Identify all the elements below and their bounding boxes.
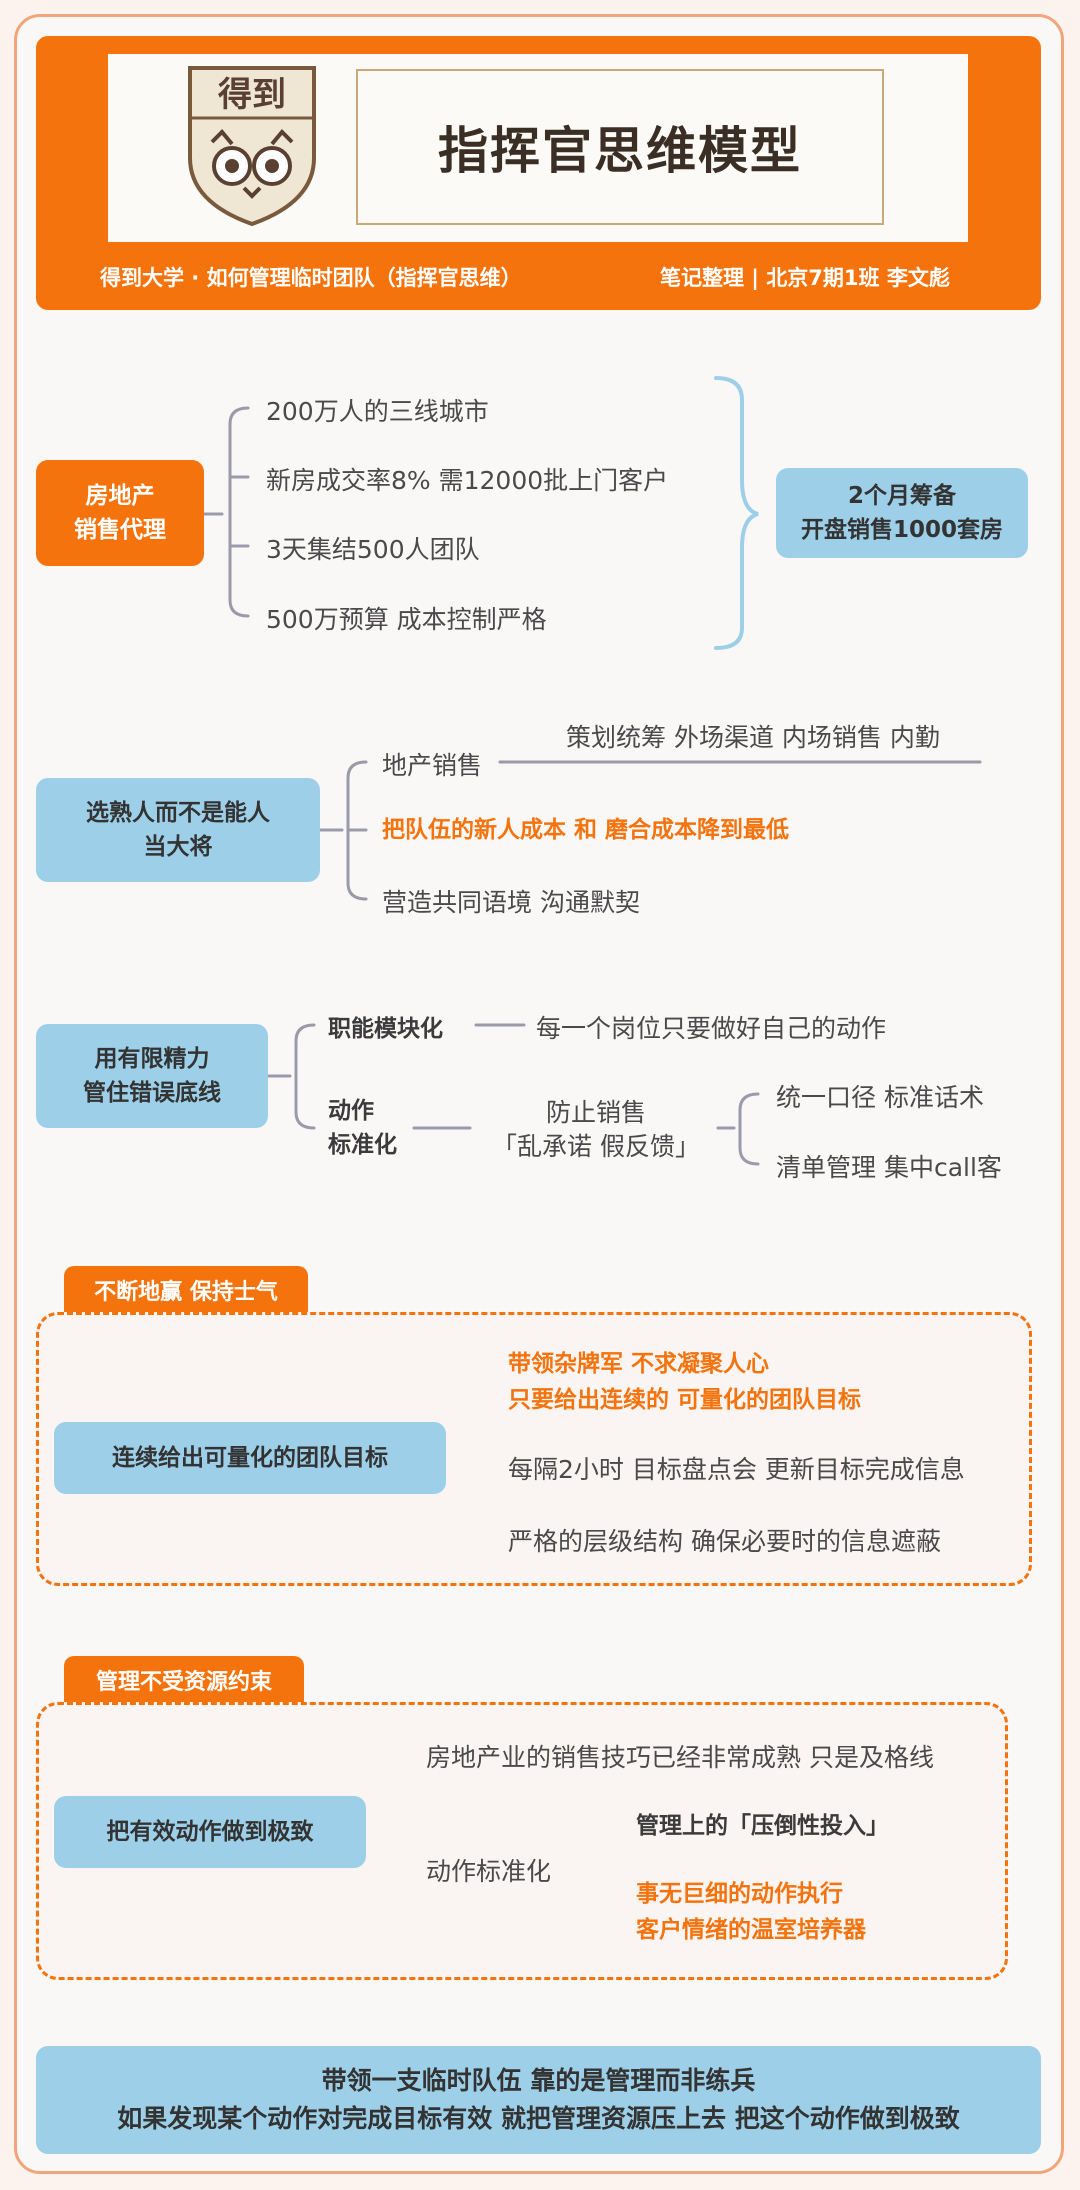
list-item: 动作标准化	[426, 1857, 552, 1886]
branch-middle: 防止销售 「乱承诺 假反馈」	[474, 1096, 718, 1164]
highlight-line: 只要给出连续的 可量化的团队目标	[508, 1387, 862, 1413]
dedao-owl-logo: 得到	[188, 66, 316, 227]
list-item: 3天集结500人团队	[266, 535, 480, 564]
section-tab: 管理不受资源约束	[64, 1656, 304, 1704]
topic-acquaintances: 选熟人而不是能人 当大将	[36, 778, 320, 882]
list-item: 每一个岗位只要做好自己的动作	[536, 1014, 887, 1043]
branch-line: 标准化	[328, 1132, 397, 1158]
highlight-block: 带领杂牌军 不求凝聚人心 只要给出连续的 可量化的团队目标	[508, 1346, 861, 1418]
list-item: 清单管理 集中call客	[776, 1153, 1002, 1182]
list-item: 房地产业的销售技巧已经非常成熟 只是及格线	[426, 1743, 934, 1772]
list-item: 500万预算 成本控制严格	[266, 605, 547, 634]
topic-effective-actions: 把有效动作做到极致	[54, 1796, 366, 1868]
footer-line: 如果发现某个动作对完成目标有效 就把管理资源压上去 把这个动作做到极致	[117, 2104, 960, 2133]
result-box: 2个月筹备 开盘销售1000套房	[776, 468, 1028, 558]
topic-line: 房地产	[85, 483, 155, 509]
branch-line: 动作	[328, 1098, 374, 1124]
list-item: 200万人的三线城市	[266, 397, 489, 426]
result-line: 2个月筹备	[847, 483, 956, 509]
svg-text:得到: 得到	[217, 75, 286, 115]
result-line: 开盘销售1000套房	[800, 517, 1003, 543]
list-item-detail: 策划统筹 外场渠道 内场销售 内勤	[566, 723, 940, 752]
sub-item: 管理上的「压倒性投入」	[636, 1813, 889, 1839]
section-tab: 不断地赢 保持士气	[64, 1266, 308, 1314]
page-title: 指挥官思维模型	[356, 69, 884, 225]
footer-summary: 带领一支临时队伍 靠的是管理而非练兵 如果发现某个动作对完成目标有效 就把管理资…	[36, 2046, 1041, 2154]
list-item: 每隔2小时 目标盘点会 更新目标完成信息	[508, 1455, 965, 1484]
list-item: 严格的层级结构 确保必要时的信息遮蔽	[508, 1527, 941, 1556]
topic-line: 销售代理	[74, 517, 166, 543]
list-item: 营造共同语境 沟通默契	[382, 888, 640, 917]
topic-line: 当大将	[143, 834, 213, 860]
list-item: 新房成交率8% 需12000批上门客户	[266, 466, 669, 495]
highlight-item: 把队伍的新人成本 和 磨合成本降到最低	[382, 817, 790, 843]
middle-line: 防止销售	[545, 1098, 646, 1127]
list-item: 统一口径 标准话术	[776, 1083, 984, 1112]
author-caption: 笔记整理 | 北京7期1班 李文彪	[660, 266, 950, 290]
list-item: 地产销售	[382, 751, 483, 780]
topic-real-estate: 房地产 销售代理	[36, 460, 204, 566]
topic-line: 选熟人而不是能人	[86, 800, 270, 826]
highlight-line: 事无巨细的动作执行	[636, 1881, 843, 1907]
middle-line: 「乱承诺 假反馈」	[492, 1132, 700, 1161]
topic-line: 管住错误底线	[83, 1080, 221, 1106]
course-caption: 得到大学 · 如何管理临时团队（指挥官思维）	[100, 266, 522, 290]
highlight-line: 带领杂牌军 不求凝聚人心	[508, 1351, 770, 1377]
branch-label: 动作 标准化	[328, 1094, 397, 1162]
topic-limited-energy: 用有限精力 管住错误底线	[36, 1024, 268, 1128]
highlight-block: 事无巨细的动作执行 客户情绪的温室培养器	[636, 1876, 866, 1948]
topic-line: 用有限精力	[94, 1046, 210, 1072]
topic-team-goals: 连续给出可量化的团队目标	[54, 1422, 446, 1494]
dashed-container	[36, 1312, 1032, 1586]
highlight-line: 客户情绪的温室培养器	[636, 1917, 866, 1943]
footer-line: 带领一支临时队伍 靠的是管理而非练兵	[321, 2066, 756, 2095]
branch-label: 职能模块化	[328, 1016, 443, 1042]
